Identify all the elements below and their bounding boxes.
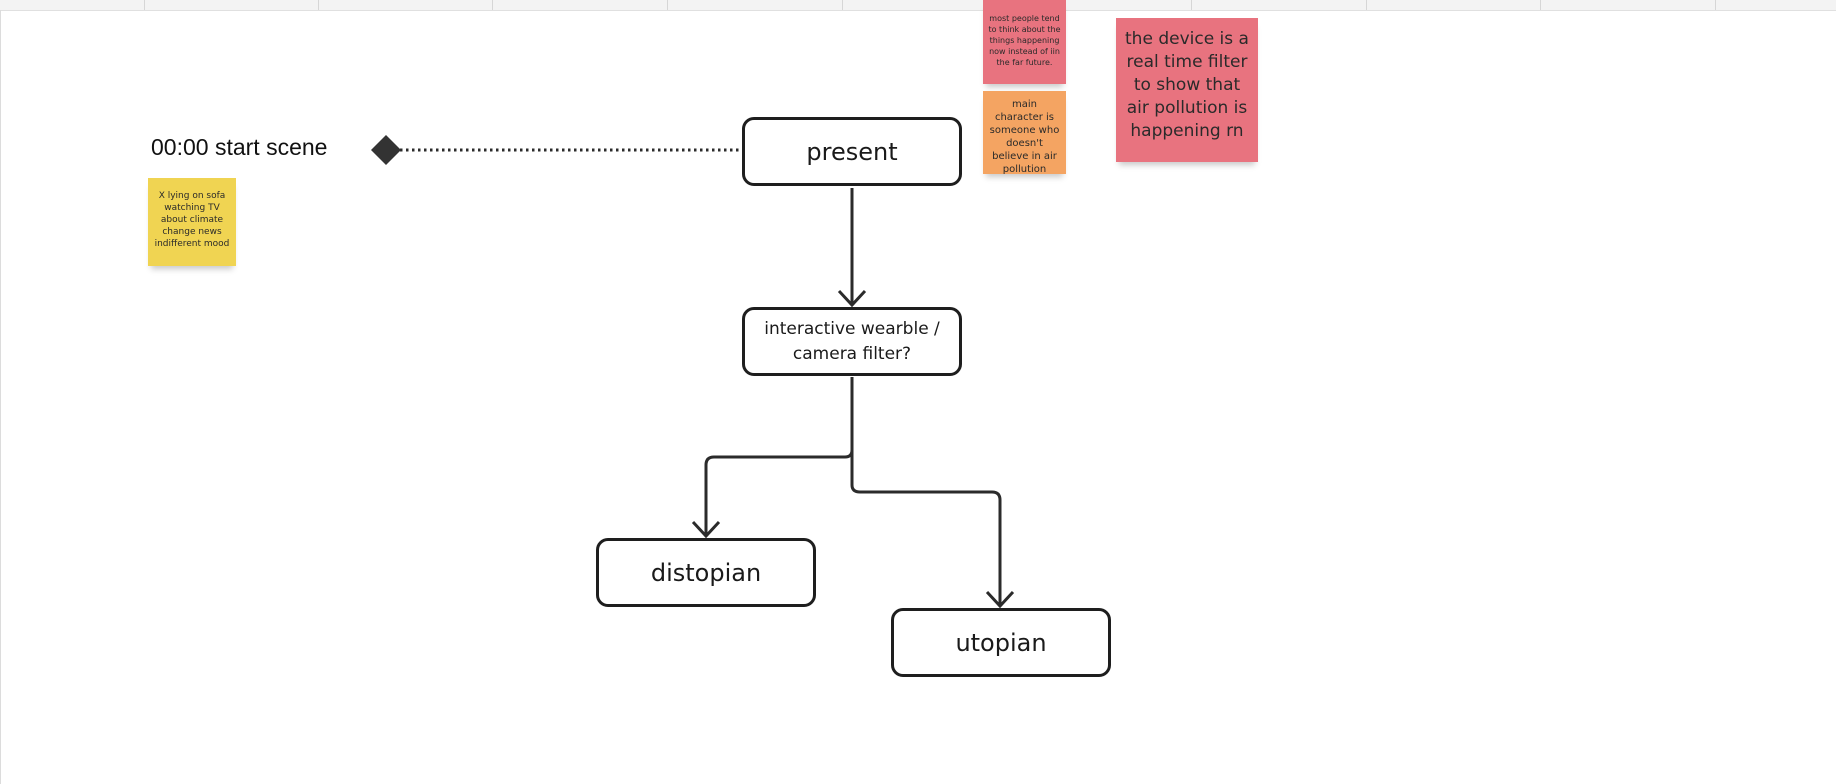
column-divider (667, 0, 668, 10)
sticky-note-people-think[interactable]: most people tend to think about the thin… (983, 0, 1066, 84)
timeline-diamond-marker[interactable] (371, 135, 401, 165)
connector-interactive-to-utopian[interactable] (850, 377, 1002, 606)
arrowhead-icon (985, 590, 1015, 609)
timeline-scene-label[interactable]: 00:00 start scene (151, 134, 328, 160)
canvas-left-edge (0, 10, 1, 784)
node-utopian[interactable]: utopian (891, 608, 1111, 677)
sticky-note-main-character[interactable]: main character is someone who doesn't be… (983, 91, 1066, 175)
column-divider (1191, 0, 1192, 10)
arrowhead-icon (691, 520, 721, 539)
column-divider (144, 0, 145, 10)
column-divider (1540, 0, 1541, 10)
column-divider (842, 0, 843, 10)
column-divider (492, 0, 493, 10)
sticky-note-text: most people tend to think about the thin… (988, 14, 1061, 67)
sticky-note-device-filter[interactable]: the device is a real time filter to show… (1116, 18, 1258, 162)
sticky-note-text: main character is someone who doesn't be… (989, 99, 1060, 175)
sticky-note-text: X lying on sofa watching TV about climat… (154, 191, 230, 249)
arrowhead-icon (837, 289, 867, 308)
sticky-note-text: the device is a real time filter to show… (1125, 29, 1249, 141)
node-present[interactable]: present (742, 117, 962, 186)
node-distopian[interactable]: distopian (596, 538, 816, 607)
column-divider (318, 0, 319, 10)
connector-interactive-to-distopian[interactable] (704, 377, 854, 536)
column-divider (1366, 0, 1367, 10)
node-interactive-wearable[interactable]: interactive wearble / camera filter? (742, 307, 962, 376)
column-divider (1715, 0, 1716, 10)
sticky-note-sofa-scene[interactable]: X lying on sofa watching TV about climat… (148, 178, 236, 266)
